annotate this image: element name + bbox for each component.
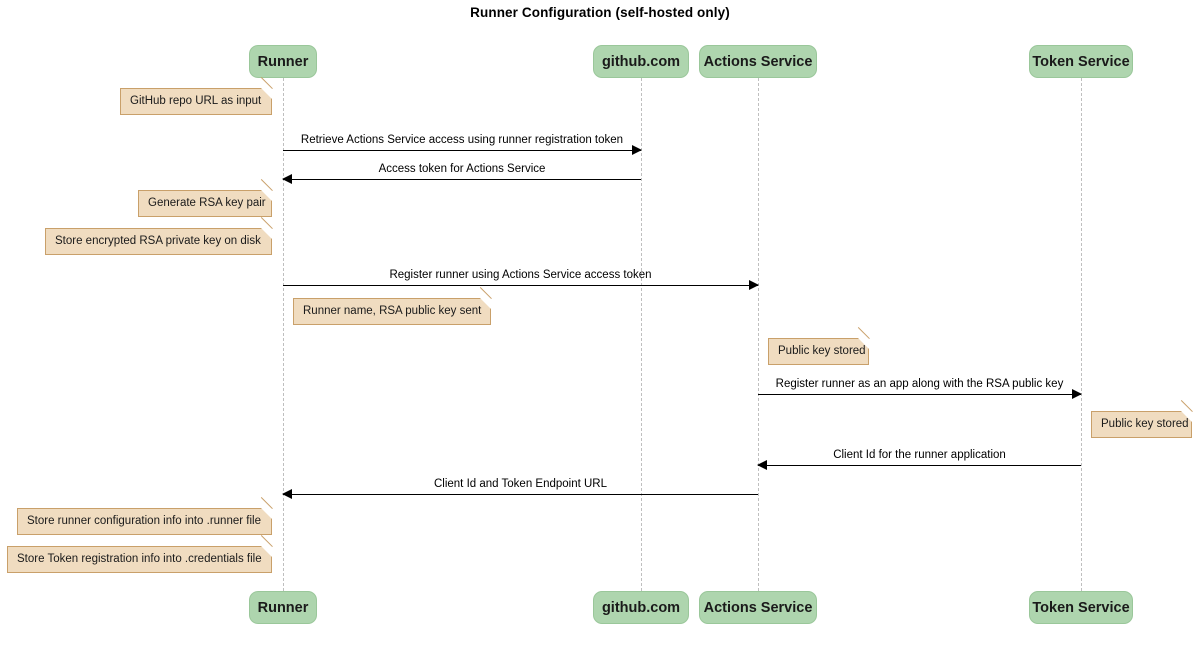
note-public-key-stored-as[interactable]: Public key stored: [768, 327, 869, 365]
participant-token-bottom[interactable]: Token Service: [1029, 591, 1133, 624]
message-line: [758, 465, 1081, 466]
participant-actions-top[interactable]: Actions Service: [699, 45, 817, 78]
note-fold-corner-icon: [1181, 411, 1192, 422]
participant-github-bottom[interactable]: github.com: [593, 591, 689, 624]
message-line: [758, 394, 1081, 395]
lifeline-runner: [283, 78, 284, 591]
arrowhead-left-icon: [282, 489, 292, 499]
note-text: GitHub repo URL as input: [130, 95, 262, 107]
note-fold-edge: [479, 287, 491, 299]
arrowhead-right-icon: [749, 280, 759, 290]
note-fold-edge: [260, 217, 272, 229]
note-github-repo-url[interactable]: GitHub repo URL as input: [120, 77, 272, 115]
note-runner-name-pubkey[interactable]: Runner name, RSA public key sent: [293, 287, 491, 325]
message-line: [283, 179, 641, 180]
participant-token-top[interactable]: Token Service: [1029, 45, 1133, 78]
message-label: Register runner using Actions Service ac…: [389, 269, 652, 281]
note-fold-edge: [260, 179, 272, 191]
arrowhead-left-icon: [757, 460, 767, 470]
note-text: Public key stored: [778, 345, 866, 357]
note-store-token-reg[interactable]: Store Token registration info into .cred…: [7, 535, 272, 573]
note-text: Runner name, RSA public key sent: [303, 305, 482, 317]
participant-label: Actions Service: [703, 53, 813, 70]
message-line: [283, 150, 641, 151]
message-label: Register runner as an app along with the…: [775, 378, 1064, 390]
message-label: Access token for Actions Service: [378, 163, 546, 175]
message-label: Client Id for the runner application: [833, 449, 1006, 461]
note-fold-corner-icon: [261, 546, 272, 557]
note-text: Store Token registration info into .cred…: [17, 553, 262, 565]
note-fold-corner-icon: [261, 508, 272, 519]
participant-label: Token Service: [1032, 53, 1130, 70]
note-text: Generate RSA key pair: [148, 197, 266, 209]
note-store-private-key[interactable]: Store encrypted RSA private key on disk: [45, 217, 272, 255]
note-generate-rsa[interactable]: Generate RSA key pair: [138, 179, 272, 217]
message-line: [283, 494, 758, 495]
participant-label: Actions Service: [703, 599, 813, 616]
note-fold-corner-icon: [261, 228, 272, 239]
participant-label: Token Service: [1032, 599, 1130, 616]
message-label: Client Id and Token Endpoint URL: [433, 478, 608, 490]
lifeline-actions: [758, 78, 759, 591]
note-fold-corner-icon: [480, 298, 491, 309]
note-fold-edge: [260, 77, 272, 89]
diagram-title: Runner Configuration (self-hosted only): [470, 5, 730, 20]
note-text: Store encrypted RSA private key on disk: [55, 235, 261, 247]
note-fold-edge: [260, 535, 272, 547]
arrowhead-left-icon: [282, 174, 292, 184]
participant-runner-top[interactable]: Runner: [249, 45, 317, 78]
participant-label: github.com: [601, 53, 681, 70]
note-fold-corner-icon: [858, 338, 869, 349]
note-fold-corner-icon: [261, 88, 272, 99]
arrowhead-right-icon: [632, 145, 642, 155]
message-line: [283, 285, 758, 286]
note-fold-edge: [1180, 400, 1192, 412]
arrowhead-right-icon: [1072, 389, 1082, 399]
participant-label: Runner: [257, 599, 309, 616]
participant-label: Runner: [257, 53, 309, 70]
note-public-key-stored-ts[interactable]: Public key stored: [1091, 400, 1192, 438]
note-text: Store runner configuration info into .ru…: [27, 515, 261, 527]
note-fold-edge: [260, 497, 272, 509]
lifeline-github: [641, 78, 642, 591]
participant-actions-bottom[interactable]: Actions Service: [699, 591, 817, 624]
note-store-runner-config[interactable]: Store runner configuration info into .ru…: [17, 497, 272, 535]
note-fold-edge: [857, 327, 869, 339]
note-text: Public key stored: [1101, 418, 1189, 430]
participant-label: github.com: [601, 599, 681, 616]
participant-runner-bottom[interactable]: Runner: [249, 591, 317, 624]
message-label: Retrieve Actions Service access using ru…: [300, 134, 624, 146]
note-fold-corner-icon: [261, 190, 272, 201]
participant-github-top[interactable]: github.com: [593, 45, 689, 78]
lifeline-token: [1081, 78, 1082, 591]
